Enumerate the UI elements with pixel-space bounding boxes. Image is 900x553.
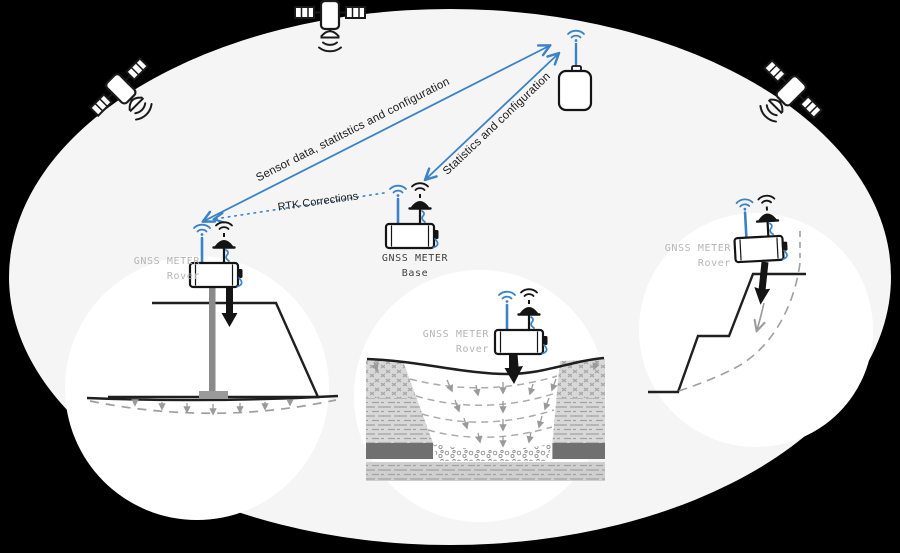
rover-name: GNSS METER bbox=[133, 256, 200, 267]
down-arrow-icon bbox=[754, 261, 771, 305]
embankment-scene bbox=[86, 288, 339, 416]
rtk-corrections-arrow bbox=[215, 192, 385, 219]
wifi-signal-icon bbox=[567, 29, 585, 39]
rover-role: Rover bbox=[455, 344, 489, 355]
slope-scene bbox=[648, 231, 806, 394]
embankment-scene-circle bbox=[65, 256, 329, 520]
down-arrow-icon bbox=[221, 288, 238, 327]
dark-stratum-right bbox=[552, 443, 605, 459]
base-device-role: Base bbox=[401, 268, 429, 279]
subsidence-arrows bbox=[371, 360, 600, 448]
slide-path-dashed bbox=[678, 262, 801, 392]
rover-role: Rover bbox=[697, 258, 731, 269]
dark-stratum-left bbox=[366, 443, 433, 459]
surface-line bbox=[366, 356, 605, 376]
rover-role: Rover bbox=[166, 271, 200, 282]
down-arrow-icon bbox=[504, 354, 523, 384]
ground-line bbox=[86, 394, 339, 402]
measurement-pole bbox=[209, 288, 216, 396]
base-device-name: GNSS METER bbox=[381, 253, 449, 264]
settlement-curve bbox=[89, 399, 337, 415]
gateway-device bbox=[557, 29, 593, 112]
rover-slope-label: GNSS METER Rover bbox=[665, 241, 731, 271]
pole-foot bbox=[199, 391, 228, 399]
rover-embankment-label: GNSS METER Rover bbox=[134, 254, 200, 284]
base-device-label: GNSS METER Base bbox=[382, 251, 448, 281]
settlement-arrows bbox=[131, 399, 294, 416]
rover-name: GNSS METER bbox=[664, 243, 731, 254]
subsidence-curves bbox=[409, 375, 558, 439]
slide-arrow bbox=[757, 302, 764, 330]
trench-scene bbox=[366, 354, 605, 481]
rover-trench-label: GNSS METER Rover bbox=[423, 327, 489, 357]
rover-name: GNSS METER bbox=[422, 329, 489, 340]
statistics-arrow bbox=[426, 54, 558, 179]
